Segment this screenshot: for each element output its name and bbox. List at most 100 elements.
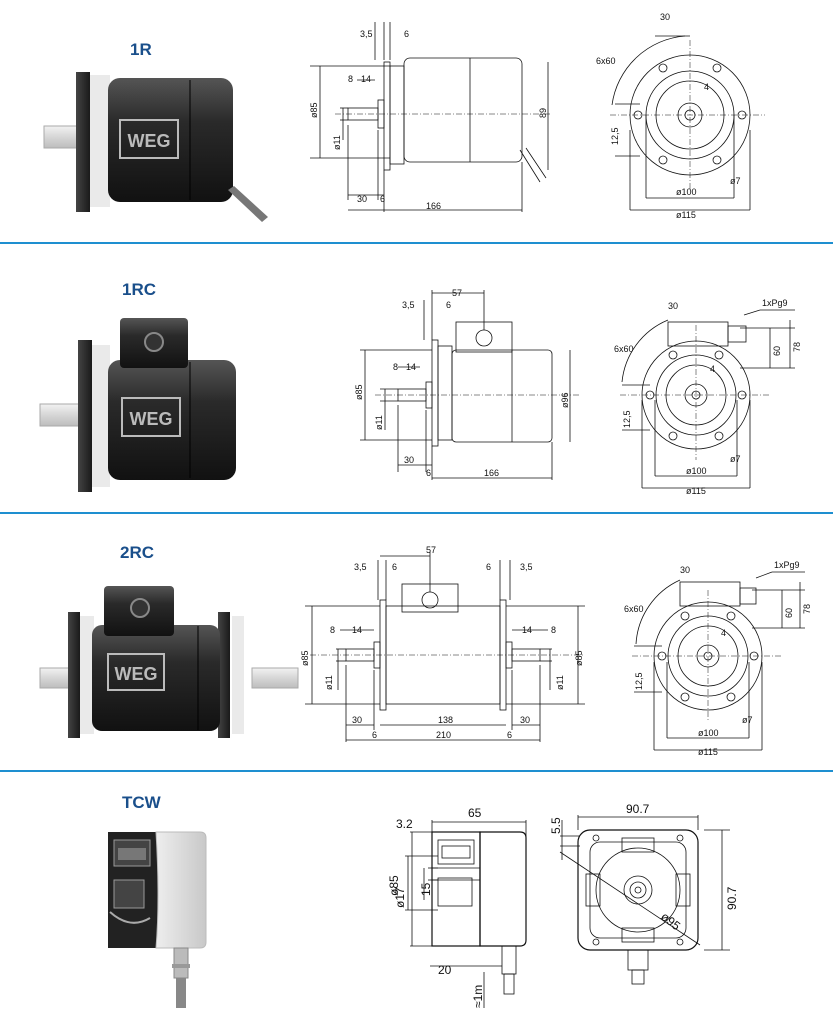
side-view-1rc: 57 3,5 6 8 14 ø85 ø11 ø96 30 6 166 [354, 288, 580, 480]
front-view-1r: 30 6x60 4 12,5 ø7 ø100 ø115 [596, 12, 765, 220]
dim-1rc-30: 30 [404, 455, 414, 465]
dim-1rc-14: 14 [406, 362, 416, 372]
dim-2rc-phi11-left: ø11 [324, 675, 334, 690]
dim-1rc-30deg: 30 [668, 301, 678, 311]
dim-1rc-pg9: 1xPg9 [762, 298, 788, 308]
dim-tcw-20: 20 [438, 963, 452, 977]
dim-1r-phi7: ø7 [730, 176, 741, 186]
dim-2rc-3-5-right: 3,5 [520, 562, 533, 572]
section-divider-2 [0, 512, 833, 514]
dim-tcw-phi95: ø95 [658, 909, 683, 933]
section-title-tcw: TCW [122, 793, 161, 812]
front-view-1rc: 30 1xPg9 6x60 60 78 4 12,5 ø7 ø100 ø115 [614, 298, 802, 496]
dim-1rc-57: 57 [452, 288, 462, 298]
dim-1r-14: 14 [361, 74, 371, 84]
dim-1rc-phi11: ø11 [374, 415, 384, 430]
dim-2rc-6-right: 6 [486, 562, 491, 572]
section-title-1rc: 1RC [122, 280, 157, 299]
dim-2rc-14-right: 14 [522, 625, 532, 635]
dim-1r-30deg: 30 [660, 12, 670, 22]
side-view-2rc: 57 3,5 6 6 3,5 8 14 14 8 ø85 ø11 ø11 ø85… [300, 545, 585, 742]
dim-2rc-4: 4 [721, 628, 726, 638]
dim-tcw-90-7-width: 90.7 [626, 802, 650, 816]
dim-1r-89: 89 [538, 108, 548, 118]
dim-2rc-pg9: 1xPg9 [774, 560, 800, 570]
weg-logo: WEG [119, 119, 179, 159]
dim-1rc-8: 8 [393, 362, 398, 372]
dim-tcw-phi85: ø85 [387, 875, 401, 896]
dim-2rc-12-5: 12,5 [634, 672, 644, 690]
dim-2rc-14-left: 14 [352, 625, 362, 635]
dim-1r-30: 30 [357, 194, 367, 204]
weg-logo: WEG [107, 653, 165, 691]
dim-2rc-8-left: 8 [330, 625, 335, 635]
dim-1rc-4: 4 [710, 364, 715, 374]
side-view-tcw: 65 3.2 ø85 ø17 15 20 ≈1m [387, 806, 527, 1008]
product-image-tcw [108, 831, 207, 1008]
front-view-tcw: 90.7 5.5 90.7 ø95 [549, 802, 739, 985]
dim-2rc-30-right: 30 [520, 715, 530, 725]
dim-1rc-phi7: ø7 [730, 454, 741, 464]
dim-2rc-30deg: 30 [680, 565, 690, 575]
dim-1r-166: 166 [426, 201, 441, 211]
dim-2rc-phi100: ø100 [698, 728, 719, 738]
dim-2rc-phi85-left: ø85 [300, 650, 310, 666]
dim-1rc-60: 60 [772, 346, 782, 356]
dim-1rc-phi85: ø85 [354, 384, 364, 400]
dim-1r-4: 4 [704, 82, 709, 92]
dim-2rc-57: 57 [426, 545, 436, 555]
dim-2rc-phi115: ø115 [698, 747, 718, 757]
dim-1rc-78: 78 [792, 342, 802, 352]
dim-1r-12-5: 12,5 [610, 127, 620, 145]
weg-logo-text: WEG [115, 664, 158, 684]
dim-tcw-cable: ≈1m [471, 985, 485, 1008]
dim-1r-6-top: 6 [404, 29, 409, 39]
weg-logo-text: WEG [130, 409, 173, 429]
dim-tcw-90-7-height: 90.7 [725, 886, 739, 910]
front-view-2rc: 30 1xPg9 6x60 60 78 4 12,5 ø7 ø100 ø115 [624, 560, 812, 757]
section-title-1r: 1R [130, 40, 152, 59]
product-image-1r: WEG [43, 72, 268, 222]
dim-1rc-phi96: ø96 [560, 392, 570, 408]
dim-2rc-8-right: 8 [551, 625, 556, 635]
dim-1rc-166: 166 [484, 468, 499, 478]
dim-2rc-78: 78 [802, 604, 812, 614]
dim-1rc-6-top: 6 [446, 300, 451, 310]
section-divider-1 [0, 242, 833, 244]
section-title-2rc: 2RC [120, 543, 155, 562]
dim-2rc-phi7: ø7 [742, 715, 753, 725]
dim-1r-8: 8 [348, 74, 353, 84]
dim-1rc-6x60: 6x60 [614, 344, 634, 354]
dim-tcw-phi17: ø17 [393, 887, 407, 908]
dim-1rc-phi100: ø100 [686, 466, 707, 476]
section-divider-3 [0, 770, 833, 772]
weg-logo-text: WEG [128, 131, 171, 151]
dim-2rc-6-left: 6 [392, 562, 397, 572]
product-image-1rc: WEG [39, 318, 236, 492]
dim-tcw-15: 15 [419, 882, 433, 896]
dim-1r-phi100: ø100 [676, 187, 697, 197]
side-view-1r: 3,5 6 8 14 ø85 ø11 89 30 6 166 [309, 22, 550, 212]
dim-1r-3-5: 3,5 [360, 29, 373, 39]
dim-2rc-phi11-right: ø11 [555, 675, 565, 690]
dim-2rc-210: 210 [436, 730, 451, 740]
dim-1r-6-bottom: 6 [380, 194, 385, 204]
product-image-2rc: WEG [39, 586, 299, 738]
dim-1r-6x60: 6x60 [596, 56, 616, 66]
dim-tcw-65: 65 [468, 806, 482, 820]
dim-1r-phi85: ø85 [309, 102, 319, 118]
dim-2rc-60: 60 [784, 608, 794, 618]
dim-1rc-phi115: ø115 [686, 486, 706, 496]
dim-tcw-3-2: 3.2 [396, 817, 413, 831]
dim-2rc-30-left: 30 [352, 715, 362, 725]
dim-1r-phi115: ø115 [676, 210, 696, 220]
dim-1rc-12-5: 12,5 [622, 410, 632, 428]
dim-2rc-3-5-left: 3,5 [354, 562, 367, 572]
dim-2rc-138: 138 [438, 715, 453, 725]
dim-2rc-phi85-right: ø85 [574, 650, 584, 666]
dim-tcw-5-5: 5.5 [549, 817, 563, 834]
dim-2rc-6x60: 6x60 [624, 604, 644, 614]
dim-1rc-6-bottom: 6 [426, 468, 431, 478]
dim-2rc-6-bottom-right: 6 [507, 730, 512, 740]
